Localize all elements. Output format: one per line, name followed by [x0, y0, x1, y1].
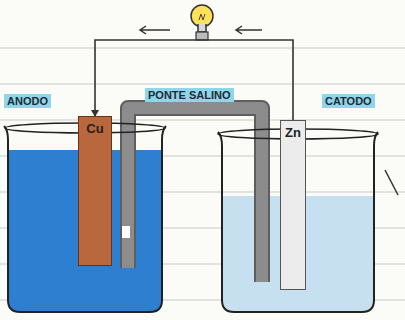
zinc-electrode: Zn [280, 120, 306, 290]
light-bulb [191, 5, 213, 40]
pen-mark [385, 170, 398, 195]
electrode-symbol: Zn [285, 121, 301, 140]
copper-electrode: Cu [78, 116, 112, 266]
electrode-symbol: Cu [86, 117, 103, 136]
external-wire [95, 40, 293, 120]
electrode-role-label: ANODO [4, 94, 51, 108]
electrode-role-label: CATODO [322, 94, 375, 108]
electron-flow-arrow [140, 26, 262, 34]
salt-bridge [128, 108, 262, 282]
salt-bridge-fill [128, 108, 262, 282]
bridge-plug [122, 226, 130, 238]
part-label: PONTE SALINO [145, 88, 234, 102]
